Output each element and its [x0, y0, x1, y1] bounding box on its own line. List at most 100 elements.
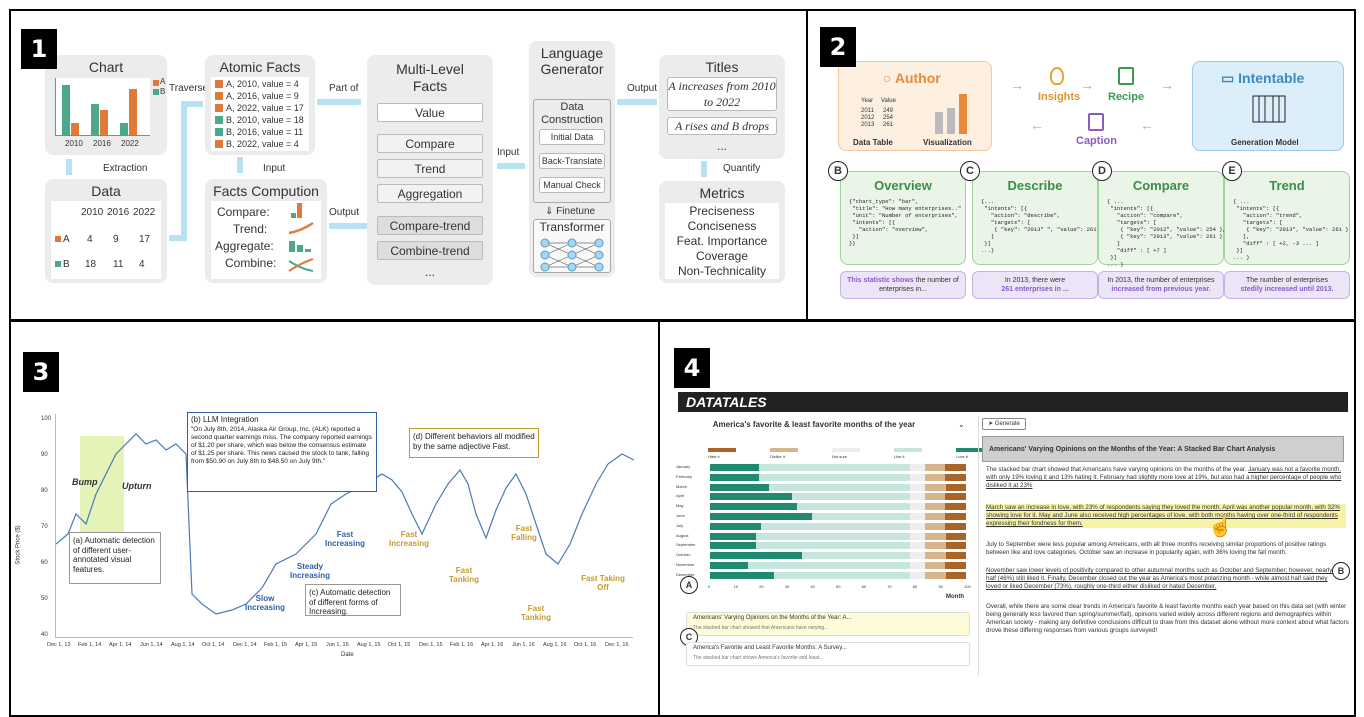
- input-label: Input: [263, 163, 286, 174]
- month-label: March: [676, 483, 688, 489]
- x-axis-label: Date: [341, 652, 354, 658]
- tick: 2016: [93, 139, 111, 148]
- x-tick: Dec 1, 14: [233, 642, 257, 648]
- legend-swatch: [832, 448, 860, 452]
- marker-c: C: [960, 161, 980, 181]
- lg-title: Language Generator: [540, 45, 604, 77]
- bar-segment: [925, 493, 946, 501]
- bar-segment: [909, 493, 926, 501]
- atomic-fact: A, 2022, value = 17: [215, 103, 304, 113]
- y-tick: 40: [41, 632, 48, 638]
- bump-highlight: [80, 436, 124, 534]
- multi-level-facts-box: Multi-Level Facts Value Compare Trend Ag…: [367, 55, 493, 285]
- bar-segment: [909, 522, 926, 530]
- bar-segment: [945, 464, 966, 471]
- x-tick: Dec 1, 13: [47, 642, 71, 648]
- story-list-item[interactable]: America's Favorite and Least Favorite Mo…: [686, 642, 970, 666]
- bar-segment: [791, 493, 910, 501]
- bar-segment: [909, 571, 926, 579]
- bar-segment: [925, 571, 946, 579]
- legend-b: B: [160, 87, 166, 96]
- y-tick: 70: [41, 524, 48, 530]
- data-table: 2010 2016 2022 A 4 9 17 B 18 11 4: [51, 201, 161, 279]
- bar-segment: [945, 552, 966, 560]
- bar-segment: [945, 503, 966, 511]
- fast-increasing-gold-label: Fast Increasing: [388, 530, 429, 548]
- slow-increasing-label: Slow Increasing: [244, 594, 285, 612]
- bar-row: [710, 483, 966, 491]
- quantify-arrow: [701, 161, 707, 177]
- bar-segment: [945, 473, 966, 481]
- fast-taking-off-label: Fast Taking Off: [581, 574, 625, 592]
- bar-segment: [925, 483, 946, 491]
- trend-card: Trend{ ... "intents": [{ "action": "tren…: [1224, 171, 1350, 265]
- panel-number-2: 2: [820, 27, 856, 67]
- caption-icon: [1088, 113, 1104, 131]
- x-tick: Feb 1, 15: [264, 642, 288, 648]
- story-list-item-active[interactable]: Americans' Varying Opinions on the Month…: [686, 612, 970, 636]
- fact-level-compare-trend: Compare-trend: [377, 216, 483, 235]
- bar-segment: [710, 513, 813, 520]
- describe-card: Describe{... "intents": [{ "action": "de…: [972, 171, 1103, 265]
- network-icon: [540, 238, 604, 272]
- bar-segment: [909, 473, 926, 481]
- atomic-fact: A, 2010, value = 4: [215, 79, 299, 89]
- titles-title: Titles: [705, 59, 739, 75]
- lg-sub: Data Construction: [541, 101, 603, 126]
- stacked-bar-chart: [710, 464, 966, 582]
- part-of-label: Part of: [329, 83, 359, 94]
- fact-level-compare: Compare: [377, 134, 483, 153]
- panel-number-1: 1: [21, 29, 57, 69]
- y-tick: 60: [41, 560, 48, 566]
- story-paragraph-1: The stacked bar chart showed that Americ…: [986, 466, 1342, 489]
- bar-segment: [710, 483, 769, 491]
- x-tick: Jun 1, 14: [140, 642, 163, 648]
- quantify-label: Quantify: [723, 163, 761, 174]
- month-label: April: [676, 493, 685, 499]
- bar-segment: [925, 503, 946, 511]
- x-tick: Dec 1, 15: [419, 642, 443, 648]
- fast-tanking-2-label: Fast Tanking: [520, 604, 552, 622]
- x-tick: Jun 1, 15: [326, 642, 349, 648]
- x-axis-label-4: Month: [946, 594, 964, 600]
- fast-increasing-label: Fast Increasing: [324, 530, 365, 548]
- bar-segment: [756, 532, 910, 540]
- annotation-a: (a) Automatic detection of different use…: [69, 532, 161, 584]
- marker-d: D: [1092, 161, 1112, 181]
- bar-segment: [909, 542, 926, 550]
- bar-segment: [945, 493, 966, 501]
- x-tick: Oct 1, 14: [202, 642, 225, 648]
- legend-a: A: [160, 77, 166, 86]
- recipe: Recipe: [1108, 91, 1145, 103]
- chart-title-4: America's favorite & least favorite mont…: [712, 420, 916, 429]
- generate-button[interactable]: ➤ Generate: [982, 418, 1026, 430]
- x-tick-4: 100: [964, 584, 971, 589]
- bar-segment: [710, 562, 749, 569]
- recipe-icon: [1118, 67, 1134, 85]
- bar-segment: [710, 542, 757, 550]
- input-arrow: [237, 157, 243, 173]
- x-tick: Apr 1, 14: [109, 642, 132, 648]
- x-tick-4: 0: [708, 584, 711, 589]
- down-arrow: [66, 159, 72, 175]
- month-label: February: [676, 473, 693, 479]
- metrics-title: Metrics: [699, 185, 745, 201]
- fact-level-aggregation: Aggregation: [377, 184, 483, 203]
- initial-data: Initial Data: [539, 129, 605, 145]
- chart-menu-icon[interactable]: ⌄: [958, 420, 965, 429]
- bar-segment: [945, 532, 966, 540]
- bar-segment: [909, 483, 926, 491]
- month-label: August: [676, 532, 689, 538]
- model-icon: [1252, 95, 1286, 123]
- transformer-label: Transformer: [539, 220, 605, 234]
- part-of-arrow: [317, 99, 361, 105]
- panel-1: 1 Chart A B 2010 2016 2022 Extraction Da…: [9, 9, 808, 321]
- x-tick-4: 50: [836, 584, 841, 589]
- fact-level-trend: Trend: [377, 159, 483, 178]
- bar-segment: [945, 562, 966, 569]
- x-tick-4: 40: [810, 584, 815, 589]
- story-paragraph-5: Overall, while there are some clear tren…: [986, 603, 1349, 634]
- bar-row: [710, 503, 966, 511]
- bar-segment: [925, 522, 946, 530]
